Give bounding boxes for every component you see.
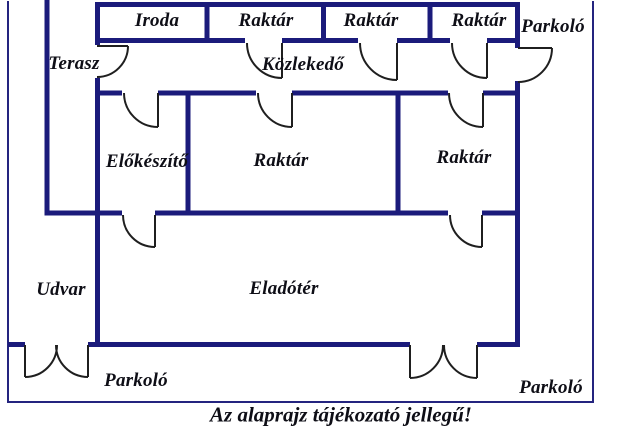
door-raktar-top-3 xyxy=(451,42,488,79)
area-label-parkolo-top-right: Parkoló xyxy=(521,16,585,37)
door-elokeszito-eladoter xyxy=(122,214,156,248)
double-door-udvar-parkolo xyxy=(24,344,89,378)
double-door-eladoter-parkolo xyxy=(409,344,478,379)
room-label-raktar-top-1: Raktár xyxy=(238,10,294,31)
room-label-iroda: Iroda xyxy=(134,10,180,31)
door-terasz-kozlekedo xyxy=(96,45,129,78)
area-label-parkolo-bottom-left: Parkoló xyxy=(104,370,168,391)
area-label-parkolo-bottom-right: Parkoló xyxy=(519,377,583,398)
room-label-elokeszito: Előkészítő xyxy=(105,151,189,172)
room-label-raktar-top-2: Raktár xyxy=(343,10,399,31)
room-label-kozlekedo: Közlekedő xyxy=(261,54,345,75)
room-label-eladoter: Eladótér xyxy=(249,278,319,299)
door-raktar-right xyxy=(448,92,484,128)
door-raktar-top-2 xyxy=(359,42,398,81)
room-label-terasz: Terasz xyxy=(48,53,100,74)
walls xyxy=(8,0,520,347)
door-raktar-middle xyxy=(257,92,293,128)
door-elokeszito xyxy=(123,92,159,128)
room-label-raktar-top-3: Raktár xyxy=(451,10,507,31)
disclaimer-caption: Az alaprajz tájékozató jellegű! xyxy=(210,402,472,427)
door-raktar-top-1 xyxy=(246,42,283,79)
doors xyxy=(24,42,553,379)
room-label-raktar-right: Raktár xyxy=(436,147,492,168)
property-boundary-line xyxy=(7,1,594,403)
door-exit-parkolo-right xyxy=(517,47,553,83)
door-raktar-eladoter xyxy=(449,214,483,248)
property-boundary xyxy=(7,1,594,403)
room-label-raktar-middle: Raktár xyxy=(253,150,309,171)
room-label-udvar: Udvar xyxy=(36,279,86,300)
